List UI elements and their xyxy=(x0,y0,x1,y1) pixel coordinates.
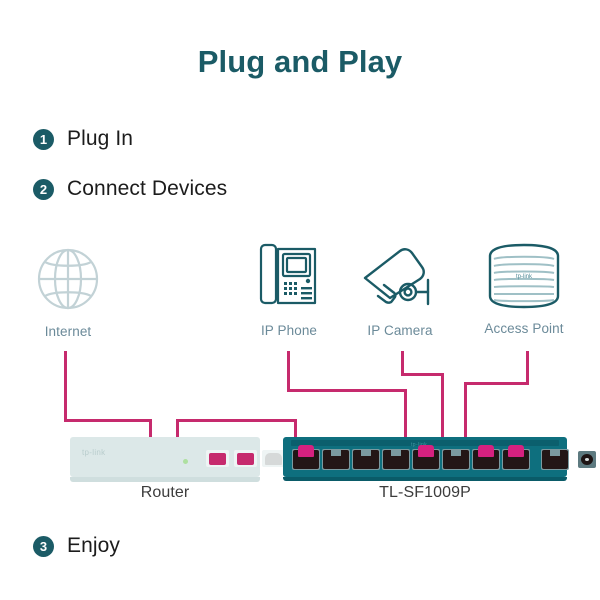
step-label-1: Plug In xyxy=(67,127,134,150)
step-label-2: Connect Devices xyxy=(67,177,228,200)
switch-port-7-plug xyxy=(478,445,494,457)
switch-power-pin xyxy=(585,458,589,461)
device-internet: Internet xyxy=(28,243,108,339)
switch-device: tp-link xyxy=(283,437,596,477)
cable-ip-phone-vertical xyxy=(287,351,290,391)
switch-port-4[interactable] xyxy=(382,449,410,470)
cable-ip-camera-vertical xyxy=(401,351,404,375)
router-shadow xyxy=(70,477,260,482)
cable-router-uplink-riser xyxy=(176,419,179,451)
device-label-ip-camera: IP Camera xyxy=(367,323,433,338)
switch-port-5[interactable] xyxy=(412,445,440,470)
switch-port-2[interactable] xyxy=(322,449,350,470)
switch-port-1[interactable] xyxy=(292,445,320,470)
cable-ip-phone-horizontal xyxy=(287,389,407,392)
cable-ip-camera-drop xyxy=(441,373,444,452)
page-title: Plug and Play xyxy=(197,44,403,79)
switch-port-6-jack xyxy=(443,450,469,469)
switch-port-3[interactable] xyxy=(352,449,380,470)
router-port-1-plug xyxy=(209,453,226,465)
switch-shadow xyxy=(283,477,567,481)
switch-port-8[interactable] xyxy=(502,445,530,470)
svg-text:tp-link: tp-link xyxy=(516,274,533,280)
cable-internet-drop xyxy=(149,419,152,451)
switch-port-row xyxy=(292,445,530,470)
cable-access-point-vertical xyxy=(526,351,529,384)
switch-uplink-jack xyxy=(542,450,568,469)
switch-power-jack[interactable] xyxy=(578,451,596,468)
cable-ip-camera-horizontal xyxy=(401,373,444,376)
cable-switch-port1-drop xyxy=(294,419,297,452)
switch-port-7[interactable] xyxy=(472,445,500,470)
switch-port-6[interactable] xyxy=(442,449,470,470)
router-port-2[interactable] xyxy=(234,450,257,467)
cable-ip-phone-drop xyxy=(404,389,407,452)
router-brand-logo: tp-link xyxy=(82,448,106,457)
router-port-2-plug xyxy=(237,453,254,465)
switch-port-8-plug xyxy=(508,445,524,457)
device-label-internet: Internet xyxy=(44,324,92,339)
router-device: tp-link xyxy=(70,437,313,477)
switch-port-3-jack xyxy=(353,450,379,469)
switch-port-4-jack xyxy=(383,450,409,469)
cable-router-to-switch xyxy=(176,419,297,422)
device-label-access-point: Access Point xyxy=(484,321,564,336)
router-port-1[interactable] xyxy=(206,450,229,467)
switch-port-1-plug xyxy=(298,445,314,457)
step-item-2: 2 Connect Devices xyxy=(33,177,227,201)
router-port-3-plug xyxy=(265,453,282,465)
switch-uplink-port[interactable] xyxy=(541,449,569,470)
device-access-point: tp-link Access Point xyxy=(473,240,575,336)
switch-port-5-plug xyxy=(418,445,434,457)
device-ip-phone: IP Phone xyxy=(248,240,330,338)
cable-internet-vertical xyxy=(64,351,67,419)
switch-port-2-jack xyxy=(323,450,349,469)
step-label-3: Enjoy xyxy=(67,534,121,557)
cable-access-point-horizontal xyxy=(464,382,529,385)
cable-access-point-drop xyxy=(464,382,467,452)
router-port-3[interactable] xyxy=(262,450,285,467)
globe-icon xyxy=(37,248,99,310)
step-badge-1: 1 xyxy=(33,128,54,150)
ip-phone-icon xyxy=(259,243,317,305)
cable-internet-horizontal xyxy=(64,419,152,422)
step-badge-2: 2 xyxy=(33,178,54,200)
device-label-ip-phone: IP Phone xyxy=(260,323,318,338)
access-point-icon: tp-link xyxy=(488,243,560,309)
ip-camera-icon xyxy=(363,248,430,306)
switch-caption: TL-SF1009P xyxy=(379,484,471,501)
router-status-led xyxy=(183,459,188,464)
router-caption: Router xyxy=(140,484,190,501)
step-badge-3: 3 xyxy=(33,535,54,557)
device-ip-camera: IP Camera xyxy=(355,240,445,338)
step-item-3: 3 Enjoy xyxy=(33,534,120,558)
step-item-1: 1 Plug In xyxy=(33,127,133,151)
